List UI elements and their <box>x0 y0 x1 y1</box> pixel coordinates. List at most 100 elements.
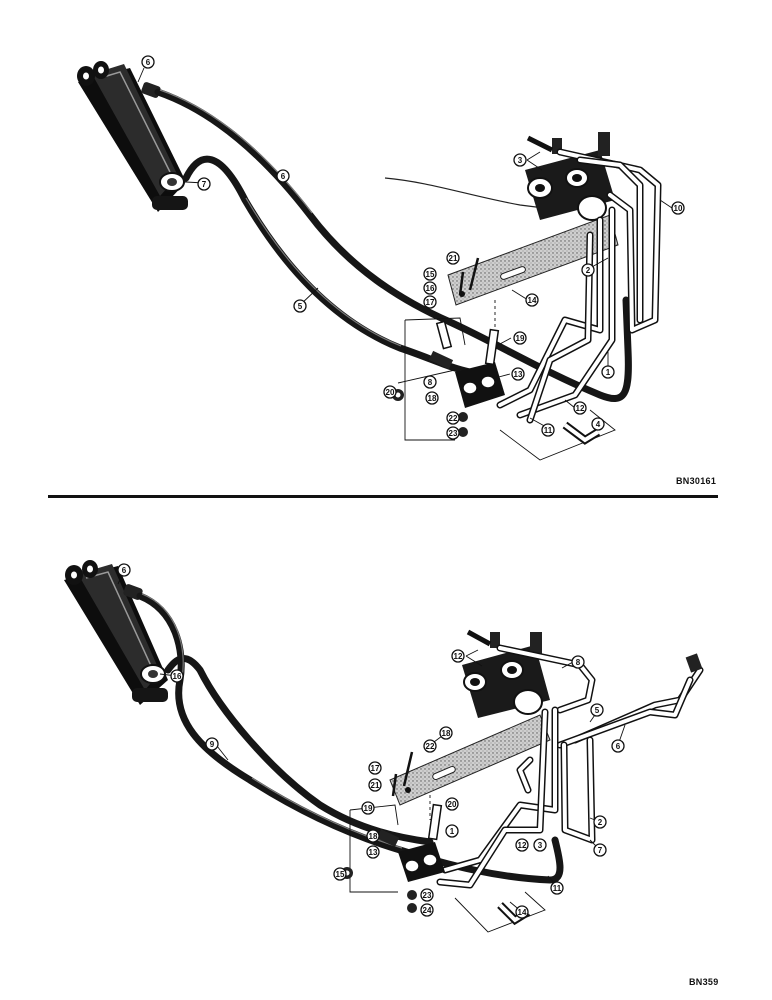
callout-7: 7 <box>197 177 211 191</box>
callout-11: 11 <box>541 423 555 437</box>
callout-16: 16 <box>170 669 184 683</box>
callout-label: 12 <box>518 841 527 850</box>
callout-label: 5 <box>298 302 303 311</box>
callout-label: 8 <box>576 658 581 667</box>
callout-6: 6 <box>141 55 155 69</box>
callout-label: 2 <box>586 266 591 275</box>
callout-6: 6 <box>117 563 131 577</box>
callout-label: 24 <box>423 906 432 915</box>
callout-21: 21 <box>446 251 460 265</box>
callout-label: 23 <box>449 429 458 438</box>
hydraulic-cylinder-bottom <box>64 560 168 705</box>
callout-label: 5 <box>595 706 600 715</box>
callout-2: 2 <box>581 263 595 277</box>
hose-line-a <box>154 88 632 402</box>
callout-label: 7 <box>202 180 207 189</box>
callout-19: 19 <box>361 801 375 815</box>
callout-23: 23 <box>420 888 434 902</box>
callout-17: 17 <box>368 761 382 775</box>
callout-label: 6 <box>616 742 621 751</box>
hose-line-b <box>182 155 474 376</box>
callout-label: 22 <box>426 742 435 751</box>
hose-line-d <box>164 655 434 846</box>
elbow-fitting <box>562 421 601 445</box>
callout-label: 14 <box>528 296 537 305</box>
callout-22: 22 <box>446 411 460 425</box>
callout-label: 19 <box>516 334 525 343</box>
callout-14: 14 <box>515 905 529 919</box>
reference-number-bottom: BN359 <box>689 977 719 987</box>
callout-18: 18 <box>366 829 380 843</box>
callout-label: 19 <box>364 804 373 813</box>
callout-label: 7 <box>598 846 603 855</box>
callout-label: 17 <box>371 764 380 773</box>
callout-3: 3 <box>533 838 547 852</box>
callout-label: 16 <box>173 672 182 681</box>
callout-label: 18 <box>369 832 378 841</box>
callout-label: 8 <box>428 378 433 387</box>
callout-20: 20 <box>383 385 397 399</box>
callout-24: 24 <box>420 903 434 917</box>
callout-7: 7 <box>593 843 607 857</box>
callout-23: 23 <box>446 426 460 440</box>
callout-6: 6 <box>611 739 625 753</box>
callout-10: 10 <box>671 201 685 215</box>
callout-3: 3 <box>513 153 527 167</box>
callout-15: 15 <box>333 867 347 881</box>
callout-17: 17 <box>423 295 437 309</box>
callout-label: 22 <box>449 414 458 423</box>
lower-valve-block <box>428 320 505 408</box>
callout-label: 6 <box>281 172 286 181</box>
callout-5: 5 <box>590 703 604 717</box>
callout-label: 14 <box>518 908 527 917</box>
callout-label: 15 <box>426 270 435 279</box>
section-divider <box>48 495 718 498</box>
callout-label: 9 <box>210 740 215 749</box>
callout-label: 21 <box>371 781 380 790</box>
control-valve-lower <box>462 629 550 718</box>
pipe-end-fitting <box>685 653 703 673</box>
callout-label: 12 <box>576 404 585 413</box>
callout-1: 1 <box>445 824 459 838</box>
callout-label: 17 <box>426 298 435 307</box>
callout-label: 16 <box>426 284 435 293</box>
callout-label: 3 <box>538 841 543 850</box>
callout-label: 21 <box>449 254 458 263</box>
callout-18: 18 <box>425 391 439 405</box>
callout-label: 2 <box>598 818 603 827</box>
mounting-bracket <box>447 214 619 306</box>
callout-20: 20 <box>445 797 459 811</box>
callout-16: 16 <box>423 281 437 295</box>
callout-15: 15 <box>423 267 437 281</box>
callout-label: 6 <box>122 566 127 575</box>
callout-8: 8 <box>423 375 437 389</box>
lower-valve-block-bottom <box>376 803 445 882</box>
callout-13: 13 <box>511 367 525 381</box>
steel-tubes-top <box>496 148 662 424</box>
callout-12: 12 <box>515 838 529 852</box>
callout-13: 13 <box>366 845 380 859</box>
callout-label: 4 <box>596 420 601 429</box>
callout-label: 13 <box>369 848 378 857</box>
callout-label: 23 <box>423 891 432 900</box>
callout-19: 19 <box>513 331 527 345</box>
callout-label: 11 <box>553 884 562 893</box>
callout-label: 1 <box>450 827 455 836</box>
callout-5: 5 <box>293 299 307 313</box>
callout-label: 18 <box>428 394 437 403</box>
control-valve-upper <box>525 132 615 221</box>
callout-label: 20 <box>448 800 457 809</box>
callout-6: 6 <box>276 169 290 183</box>
callout-14: 14 <box>525 293 539 307</box>
steel-tubes-bottom <box>436 644 704 889</box>
reference-number-top: BN30161 <box>676 476 717 486</box>
callout-18: 18 <box>439 726 453 740</box>
callout-21: 21 <box>368 778 382 792</box>
callout-label: 10 <box>674 204 683 213</box>
callout-label: 20 <box>386 388 395 397</box>
